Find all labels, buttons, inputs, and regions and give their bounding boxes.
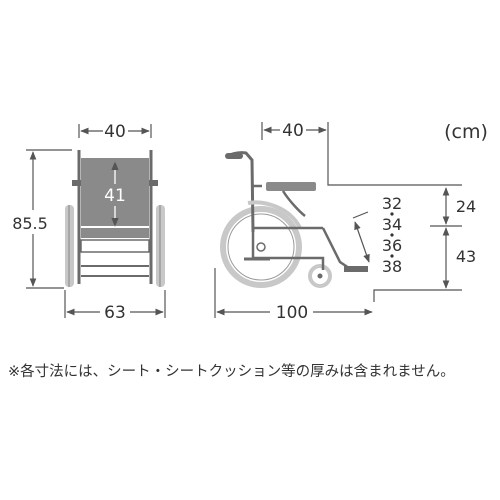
armrest — [266, 182, 316, 191]
footrest — [344, 266, 368, 272]
side-back-depth-label: 40 — [282, 121, 304, 141]
front-back-width-label: 40 — [104, 122, 126, 142]
side-total-length-label: 100 — [276, 303, 308, 323]
side-armrest-height-label: 24 — [456, 197, 476, 216]
front-view: 40 41 85.5 63 — [12, 122, 166, 323]
footrest-option-3: 36 — [382, 236, 402, 255]
side-view: 32 34 36 38 40 24 43 100 — [214, 121, 476, 323]
side-seat-height-label: 43 — [456, 247, 476, 266]
seat-front — [81, 228, 149, 238]
front-total-height-label: 85.5 — [12, 214, 48, 233]
caster-wheel — [308, 264, 332, 288]
footrest-option-2: 34 — [382, 215, 402, 234]
footrest-option-4: 38 — [382, 257, 402, 276]
footnote: ※各寸法には、シート・シートクッション等の厚みは含まれません。 — [8, 364, 455, 380]
unit-label: (cm) — [444, 121, 488, 143]
front-seat-width-label: 41 — [104, 186, 126, 206]
rear-wheel — [220, 206, 302, 288]
footrest-option-1: 32 — [382, 194, 402, 213]
front-total-width-label: 63 — [104, 303, 126, 323]
